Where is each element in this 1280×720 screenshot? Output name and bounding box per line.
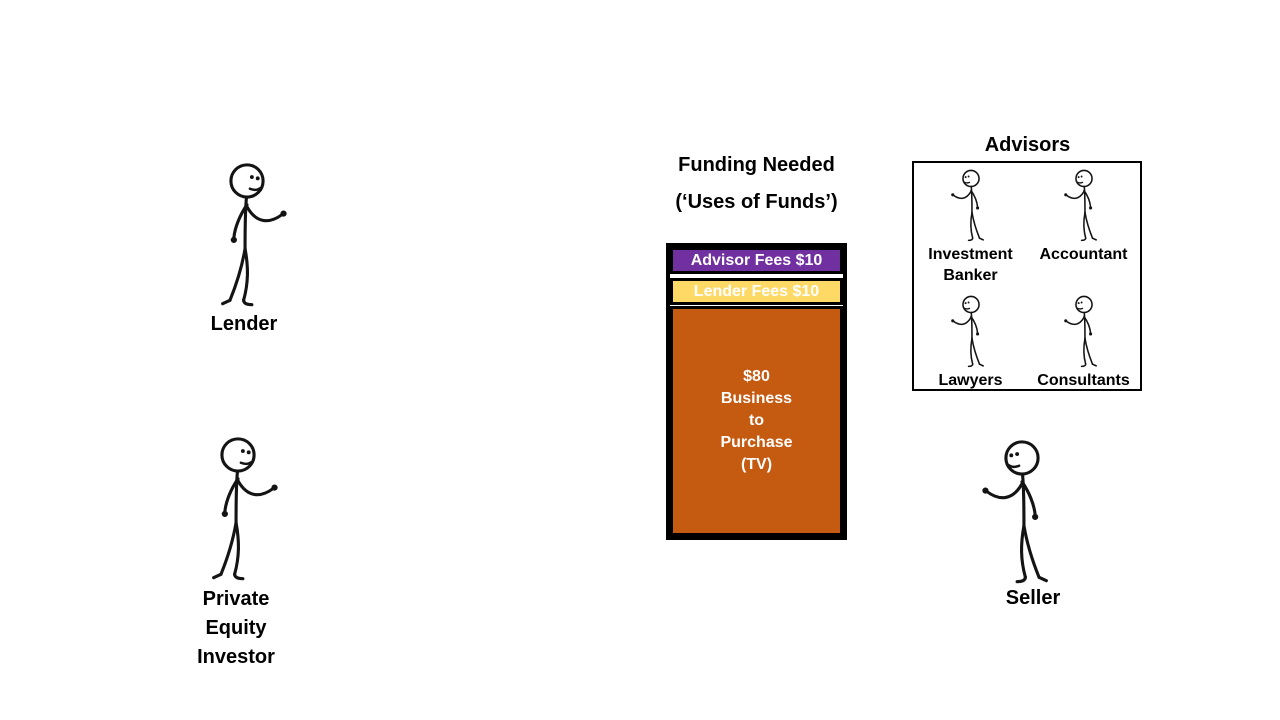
- business-purchase-segment: $80 Business to Purchase (TV): [670, 306, 843, 536]
- lawyers-label: Lawyers: [938, 370, 1002, 391]
- lawyers-label-line: Lawyers: [938, 372, 1003, 389]
- uses-of-funds-bar: Advisor Fees $10 Lender Fees $10 $80 Bus…: [666, 243, 847, 540]
- advisor-fees-segment-label: Advisor Fees $10: [690, 251, 823, 269]
- advisor-cell-lawyers: Lawyers: [914, 294, 1027, 391]
- advisor-cell-consultants: Consultants: [1027, 294, 1140, 391]
- advisors-title: Advisors: [984, 134, 1071, 156]
- lender-stick-figure: [221, 163, 288, 307]
- investment-banker-label-line: Investment: [928, 246, 1013, 263]
- consultants-stick-figure: [1063, 295, 1097, 368]
- consultants-label: Consultants: [1037, 370, 1129, 391]
- business-purchase-label-line: Business: [720, 390, 793, 407]
- investment-banker-stick-figure: [950, 169, 984, 242]
- private-equity-investor-label-line: Investor: [197, 646, 275, 668]
- lawyers-stick-figure: [950, 295, 984, 368]
- private-equity-investor-stick-figure: [212, 437, 279, 581]
- private-equity-investor-label: Private Equity Investor: [176, 585, 296, 672]
- seller-label: Seller: [1005, 587, 1061, 609]
- funding-title-line2: (‘Uses of Funds’): [675, 191, 838, 213]
- accountant-stick-figure: [1063, 169, 1097, 242]
- business-purchase-label-line: Purchase: [720, 434, 793, 451]
- private-equity-investor-label-line: Equity: [205, 617, 267, 639]
- lender-label: Lender: [210, 313, 278, 335]
- investment-banker-label: Investment Banker: [928, 244, 1012, 286]
- business-purchase-label-line: (TV): [740, 456, 773, 473]
- seller-stick-figure: [981, 440, 1048, 584]
- advisor-fees-segment: Advisor Fees $10: [670, 247, 843, 274]
- consultants-label-line: Consultants: [1037, 372, 1130, 389]
- private-equity-investor-label-line: Private: [202, 588, 270, 610]
- advisor-cell-accountant: Accountant: [1027, 163, 1140, 294]
- accountant-label-line: Accountant: [1039, 246, 1128, 263]
- funding-title-line1: Funding Needed: [678, 154, 835, 176]
- business-purchase-label-line: $80: [743, 368, 770, 385]
- advisors-box: Investment Banker Accountant Lawyers: [912, 161, 1142, 391]
- investment-banker-label-line: Banker: [943, 267, 998, 284]
- lender-fees-segment-label: Lender Fees $10: [693, 282, 820, 300]
- advisor-cell-investment-banker: Investment Banker: [914, 163, 1027, 294]
- lender-fees-segment: Lender Fees $10: [670, 278, 843, 305]
- accountant-label: Accountant: [1040, 244, 1128, 265]
- business-purchase-label-line: to: [748, 412, 765, 429]
